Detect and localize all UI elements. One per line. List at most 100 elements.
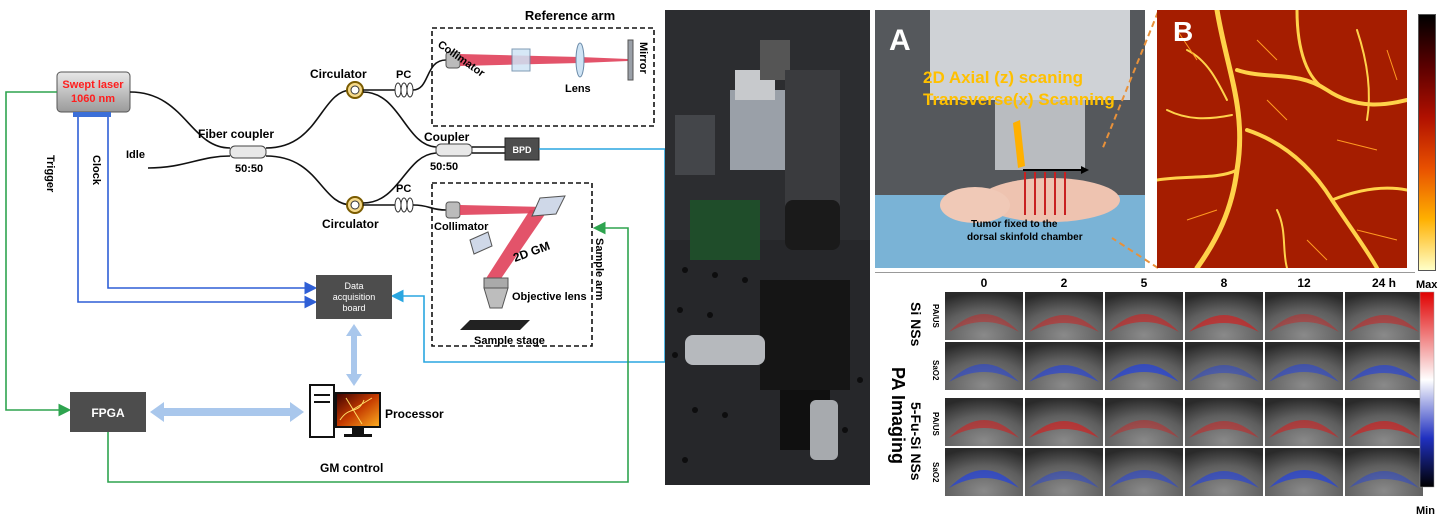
setup-photo [665, 10, 870, 485]
pa-image-tile [1345, 398, 1423, 446]
pa-colorbar [1419, 291, 1435, 488]
fpga-processor-link [150, 402, 304, 422]
pa-imaging-panel: PA Imaging Si NSs 5-Fu-Si NSs PA/US SaO2… [875, 272, 1438, 515]
panel-a-tumor-text-2: dorsal skinfold chamber [967, 232, 1083, 243]
panel-b-label: B [1173, 16, 1194, 47]
fpga-box [70, 392, 146, 432]
panel-a-axial-scan-text: 2D Axial (z) scaning [923, 68, 1083, 87]
pa-scale-min: Min [1416, 505, 1435, 515]
idle-label: Idle [126, 149, 145, 161]
objective-lens [483, 287, 509, 309]
laser-port [73, 112, 111, 117]
swept-laser-name: Swept laser [62, 79, 124, 91]
reference-lens [575, 42, 585, 78]
row-label-2: SaO2 [931, 360, 940, 381]
panel-a-tumor-text-1: Tumor fixed to the [971, 219, 1058, 230]
daq-label-line1: Data [344, 281, 363, 291]
zoom-lines [1101, 11, 1159, 269]
row-label-3: PA/US [931, 412, 940, 437]
pa-image-tile [1025, 342, 1103, 390]
processor-computer-icon [309, 384, 381, 438]
sample-collimator [445, 201, 461, 219]
reference-mirror [627, 39, 634, 81]
pa-image-tile [1345, 292, 1423, 340]
fiber-coupler-ratio: 50:50 [235, 163, 263, 175]
gm-control-label: GM control [320, 461, 383, 475]
timepoint-label: 5 [1141, 276, 1148, 290]
pa-image-tile [1105, 448, 1183, 496]
pa-image-tile [1185, 398, 1263, 446]
pc-top-label: PC [396, 69, 411, 81]
galvo-mirror-1 [531, 195, 566, 217]
trigger-line [5, 91, 72, 417]
sample-beam [460, 205, 545, 215]
coupler-label: Coupler [424, 130, 470, 144]
pa-image-tile [1105, 342, 1183, 390]
pc-bottom-label: PC [396, 183, 411, 195]
reference-arm-label: Reference arm [525, 8, 615, 23]
bpd-signal-line [390, 148, 665, 363]
pa-image-tile [1025, 448, 1103, 496]
row-label-4: SaO2 [931, 462, 940, 483]
objective-lens-label: Objective lens [512, 291, 587, 303]
polarization-controller-top [394, 82, 402, 98]
fiber-coupler [229, 145, 267, 159]
panel-b-colorbar [1418, 14, 1436, 271]
swept-laser-wavelength: 1060 nm [71, 93, 115, 105]
swept-laser-source [56, 71, 131, 113]
timepoint-label: 12 [1297, 276, 1311, 290]
trigger-label: Trigger [44, 155, 56, 193]
daq-processor-link [346, 324, 362, 386]
processor-label: Processor [385, 407, 444, 421]
pa-imaging-title: PA Imaging [888, 367, 908, 464]
pa-image-tile [1105, 292, 1183, 340]
fpga-label: FPGA [91, 406, 125, 420]
pa-image-tile [945, 448, 1023, 496]
polarization-controller-bottom [394, 197, 402, 213]
row-label-1: PA/US [931, 304, 940, 329]
clock-line-2 [107, 117, 318, 295]
clock-line-1 [77, 117, 318, 309]
oct-system-schematic: Reference arm Sample arm Swept laser 106… [5, 8, 665, 483]
pa-image-tile [1025, 398, 1103, 446]
group-label-5fu-si-nss: 5-Fu-Si NSs [908, 402, 924, 481]
pa-image-tile [1265, 448, 1343, 496]
panel-a-transverse-scan-text: Transverse(x) Scanning [923, 90, 1115, 109]
gm-control-line [107, 221, 629, 483]
daq-label-line2: acquisition [333, 292, 376, 302]
panel-a-label: A [889, 24, 911, 57]
pa-image-tile [1265, 342, 1343, 390]
data-acquisition-board [316, 275, 392, 319]
pa-image-tile [1185, 342, 1263, 390]
pa-image-tile [1265, 398, 1343, 446]
reference-arm-box [431, 27, 655, 127]
timepoint-label: 8 [1221, 276, 1228, 290]
pa-image-tile [1025, 292, 1103, 340]
sample-stage-label: Sample stage [474, 335, 545, 347]
panel-b-vasculature-image: B [1157, 10, 1407, 268]
timepoint-label: 0 [981, 276, 988, 290]
circulator-top-label: Circulator [310, 67, 367, 81]
collimator-bottom-label: Collimator [434, 221, 489, 233]
pa-image-tile [1185, 448, 1263, 496]
sample-arm-box [431, 182, 593, 347]
fiber-coupler-label: Fiber coupler [198, 127, 274, 141]
bpd-label: BPD [512, 145, 532, 155]
mirror-label: Mirror [637, 42, 649, 75]
pa-image-tile [1265, 292, 1343, 340]
circulator-bottom-label: Circulator [322, 217, 379, 231]
pa-image-tile [1345, 448, 1423, 496]
pa-image-tile [1185, 292, 1263, 340]
sample-stage [460, 320, 530, 330]
coupler-ratio: 50:50 [430, 161, 458, 173]
daq-label-line3: board [342, 303, 365, 313]
pa-image-tile [945, 398, 1023, 446]
panel-a-photo: A 2D Axial (z) scaning Transverse(x) Sca… [875, 10, 1145, 268]
lens-label: Lens [565, 83, 591, 95]
pa-image-tile [1345, 342, 1423, 390]
pa-image-tile [945, 292, 1023, 340]
timepoint-label: 2 [1061, 276, 1068, 290]
pa-scale-max: Max [1416, 279, 1438, 291]
reference-cube [511, 48, 531, 72]
sample-arm-label: Sample arm [593, 238, 605, 301]
